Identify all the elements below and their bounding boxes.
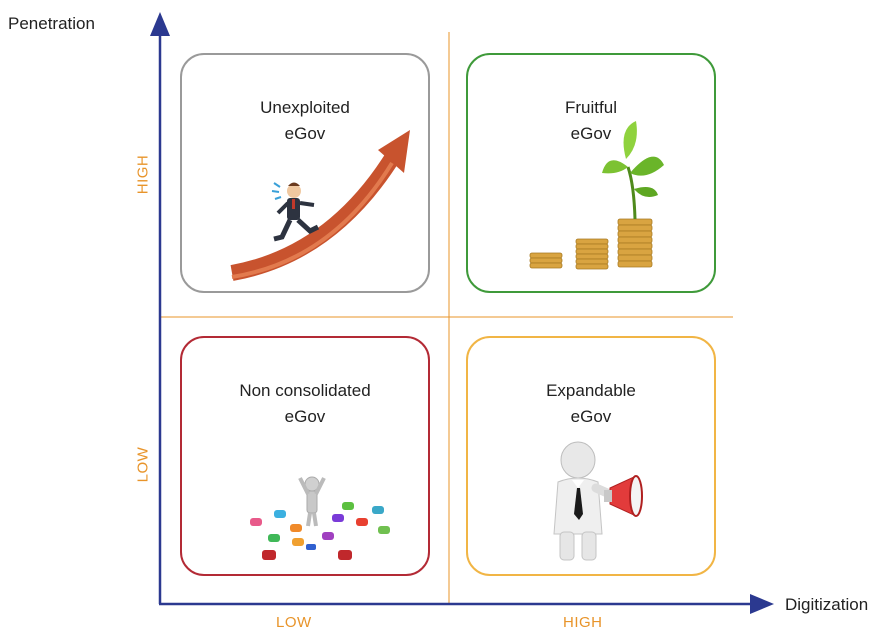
quadrant-title: Fruitful eGov — [468, 95, 714, 147]
plant-coins-icon — [529, 121, 664, 270]
quadrant-title-line1: Unexploited — [260, 98, 350, 117]
y-tick-high: HIGH — [134, 154, 152, 195]
quadrant-title-line2: eGov — [570, 407, 612, 426]
puzzle-pieces-icon — [250, 476, 390, 560]
quadrant-title: Unexploited eGov — [182, 95, 428, 147]
quadrant-expandable: Expandable eGov — [466, 336, 716, 576]
megaphone-figure-icon — [553, 441, 643, 561]
y-axis-arrow-icon — [150, 12, 170, 36]
quadrant-non-consolidated: Non consolidated eGov — [180, 336, 430, 576]
x-axis-title: Digitization — [785, 595, 869, 614]
quadrant-title-line1: Expandable — [546, 381, 636, 400]
quadrant-title-line1: Non consolidated — [239, 381, 371, 400]
y-tick-low: LOW — [134, 446, 152, 483]
quadrant-fruitful: Fruitful eGov — [466, 53, 716, 293]
quadrant-title-line2: eGov — [570, 124, 612, 143]
x-axis-arrow-icon — [750, 594, 774, 614]
quadrant-title-line2: eGov — [284, 124, 326, 143]
x-tick-high: HIGH — [563, 614, 603, 631]
x-tick-low: LOW — [276, 614, 312, 631]
quadrant-unexploited: Unexploited eGov — [180, 53, 430, 293]
quadrant-title: Non consolidated eGov — [182, 378, 428, 430]
running-businessman-arrow-icon — [230, 130, 410, 281]
quadrant-title: Expandable eGov — [468, 378, 714, 430]
y-axis-title: Penetration — [8, 14, 95, 33]
quadrant-title-line1: Fruitful — [565, 98, 617, 117]
quadrant-title-line2: eGov — [284, 407, 326, 426]
